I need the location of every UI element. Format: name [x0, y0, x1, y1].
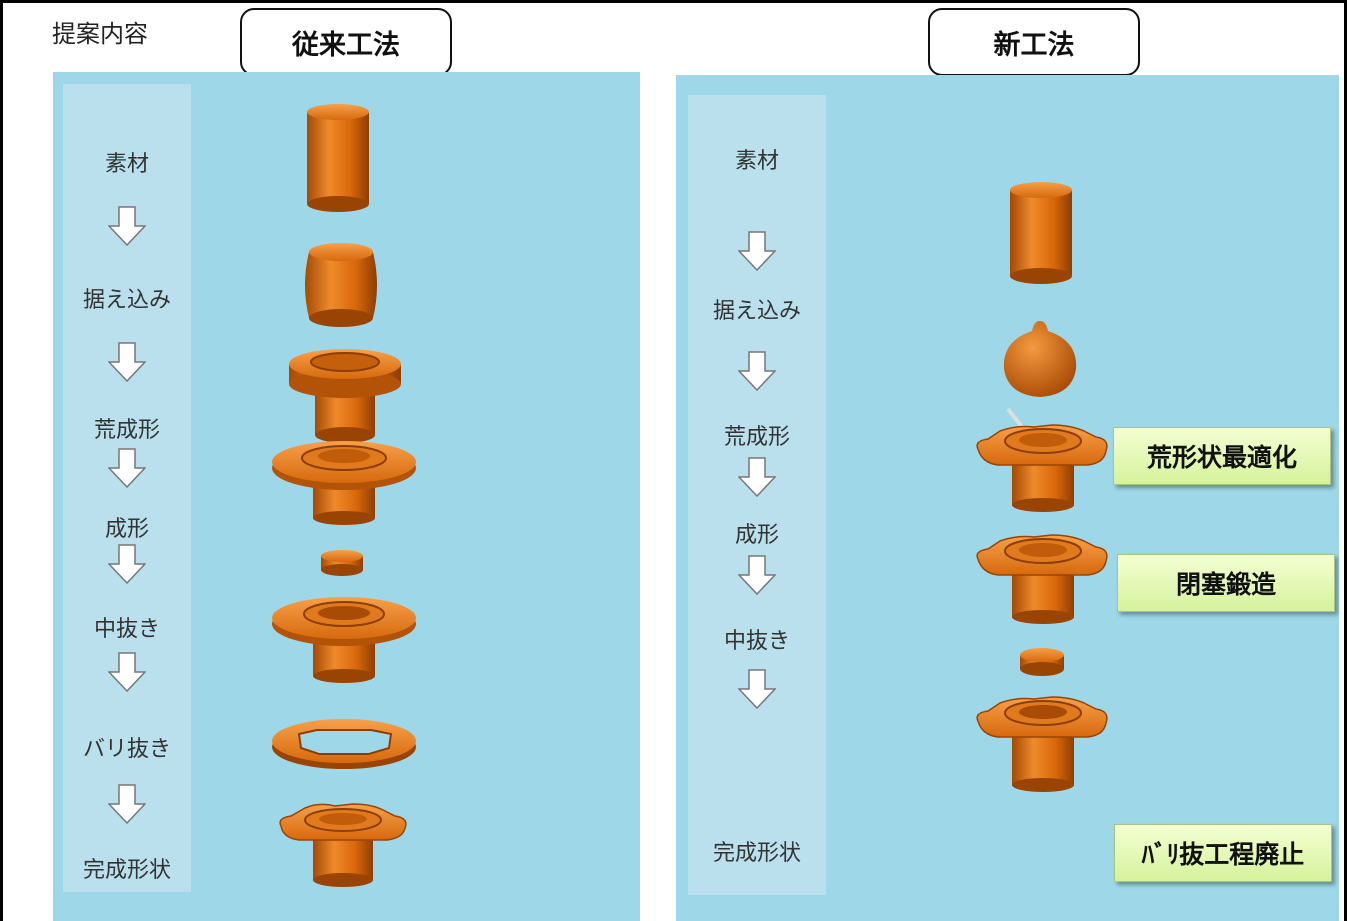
down-arrow-icon — [108, 342, 146, 382]
punched-slug-part — [321, 550, 363, 576]
punched-slug-part — [1020, 648, 1064, 676]
billet-part — [1010, 182, 1072, 284]
frame-left-border — [0, 0, 3, 921]
old-step-piercing: 中抜き — [93, 617, 160, 642]
optimized-rough-part — [976, 407, 1108, 512]
pierced-part — [272, 597, 416, 683]
down-arrow-icon — [108, 206, 146, 246]
upset-billet-part — [305, 243, 377, 327]
billet-part — [307, 104, 369, 212]
finished-part — [279, 803, 407, 887]
new-step-material: 素材 — [734, 149, 779, 174]
new-step-forming: 成形 — [734, 523, 779, 548]
formed-part — [272, 441, 416, 525]
down-arrow-icon — [738, 669, 776, 709]
new-steps-strip: 素材 据え込み 荒成形 成形 中抜き 完成形状 — [688, 95, 826, 895]
closed-forged-part — [976, 534, 1108, 624]
upset-dome-part — [1003, 321, 1077, 397]
old-step-final-shape: 完成形状 — [82, 858, 171, 883]
down-arrow-icon — [108, 448, 146, 488]
new-step-piercing: 中抜き — [723, 629, 790, 654]
old-method-label: 従来工法 — [240, 8, 452, 76]
old-step-forming: 成形 — [104, 517, 149, 542]
new-step-final-shape: 完成形状 — [712, 841, 801, 866]
section-title: 提案内容 — [52, 20, 148, 48]
old-step-material: 素材 — [104, 152, 149, 177]
frame-right-border — [1344, 0, 1347, 921]
old-steps-strip: 素材 据え込み 荒成形 成形 中抜き バリ抜き 完成形状 — [63, 84, 191, 892]
old-step-rough-forming: 荒成形 — [93, 418, 160, 443]
new-method-label: 新工法 — [928, 8, 1140, 76]
down-arrow-icon — [738, 231, 776, 271]
rough-formed-part — [289, 349, 401, 443]
old-step-trimming: バリ抜き — [82, 737, 171, 762]
new-step-upsetting: 据え込み — [712, 299, 801, 324]
callout-trimming-eliminated: ﾊﾞﾘ抜工程廃止 — [1114, 824, 1332, 882]
frame-top-border — [0, 0, 1347, 3]
new-step-rough-forming: 荒成形 — [723, 425, 790, 450]
old-step-upsetting: 据え込み — [82, 288, 171, 313]
callout-closed-forging: 閉塞鍛造 — [1117, 554, 1335, 612]
new-method-panel: 素材 据え込み 荒成形 成形 中抜き 完成形状 — [676, 75, 1339, 921]
finished-part — [976, 696, 1108, 792]
down-arrow-icon — [108, 784, 146, 824]
flash-ring-part — [272, 719, 416, 769]
down-arrow-icon — [108, 544, 146, 584]
down-arrow-icon — [738, 457, 776, 497]
down-arrow-icon — [738, 351, 776, 391]
old-method-panel: 素材 据え込み 荒成形 成形 中抜き バリ抜き 完成形状 — [53, 72, 640, 921]
down-arrow-icon — [108, 652, 146, 692]
down-arrow-icon — [738, 555, 776, 595]
callout-rough-shape-optimization: 荒形状最適化 — [1113, 427, 1331, 485]
